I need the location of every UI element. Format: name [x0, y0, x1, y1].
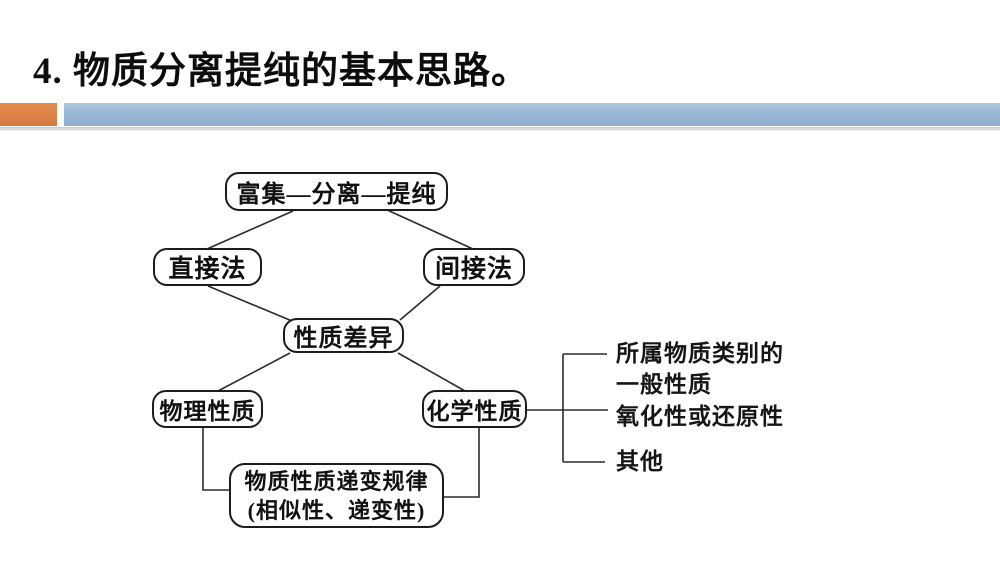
- node-physical-property: 物理性质: [152, 390, 263, 428]
- connector-direct-to-diff: [207, 285, 293, 322]
- node-property-difference: 性质差异: [283, 318, 404, 353]
- connector-diff-to-chemical: [397, 352, 466, 392]
- accent-orange-bar: [0, 103, 57, 126]
- bar-shadow-line: [0, 127, 1000, 131]
- accent-blue-bar: [64, 103, 1000, 126]
- connector-diff-to-physical: [217, 352, 291, 392]
- node-property-variation-law: 物质性质递变规律 (相似性、递变性): [229, 463, 444, 528]
- node-chemical-property: 化学性质: [422, 390, 527, 428]
- connector-physical-to-law: [202, 428, 231, 491]
- connector-enrich-to-indirect: [384, 208, 474, 250]
- slide-title: 4. 物质分离提纯的基本思路。: [33, 51, 529, 92]
- branch-item-category-general-property: 所属物质类别的 一般性质: [616, 341, 784, 397]
- branch-item-oxidizing-reducing: 氧化性或还原性: [616, 404, 784, 429]
- node-enrich-separate-purify: 富集—分离—提纯: [225, 172, 448, 211]
- node-direct-method: 直接法: [153, 248, 262, 286]
- connector-enrich-to-direct: [206, 210, 294, 250]
- branch-item-other: 其他: [616, 449, 664, 474]
- connector-indirect-to-diff: [399, 285, 441, 321]
- node-indirect-method: 间接法: [423, 248, 525, 286]
- connector-chemical-to-law: [442, 428, 480, 498]
